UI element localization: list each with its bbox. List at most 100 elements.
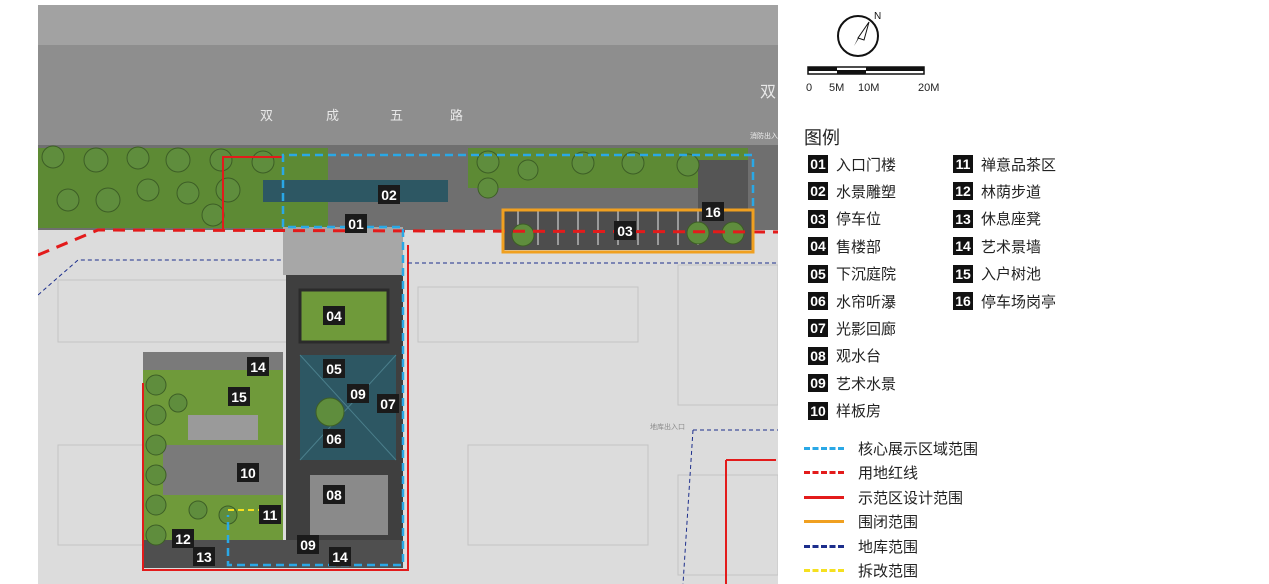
plan-tag-text: 07 (380, 396, 396, 412)
plan-tag-09: 09 (347, 384, 369, 403)
legend-item-number: 08 (808, 346, 828, 365)
legend-item-number: 15 (953, 264, 973, 283)
legend-item-number: 10 (808, 401, 828, 420)
legend-item-16: 16 停车场岗亭 (953, 291, 1056, 311)
entrance-gate-01 (283, 227, 403, 275)
legend-item-number: 09 (808, 374, 828, 393)
legend-line-swatch (804, 471, 844, 474)
plan-tag-01: 01 (345, 214, 367, 233)
tree-row-west (145, 374, 238, 546)
road-name-char-4: 路 (450, 108, 463, 124)
legend-item-number: 02 (808, 182, 828, 201)
plan-tag-text: 12 (175, 531, 191, 547)
road-shoulder (38, 5, 778, 45)
legend-item-label: 艺术水景 (836, 374, 897, 393)
plan-tag-text: 09 (350, 386, 366, 402)
compass: N (836, 8, 886, 58)
plan-tag-text: 03 (617, 223, 633, 239)
plan-tag-16: 16 (702, 202, 724, 221)
plan-tag-text: 16 (705, 204, 721, 220)
legend-title: 图例 (804, 128, 840, 149)
plan-tag-text: 14 (332, 549, 348, 565)
legend-item-number: 05 (808, 264, 828, 283)
legend-item-label: 观水台 (836, 347, 882, 366)
road-name-right-char: 双 (760, 82, 776, 101)
legend-item-11: 11 禅意品茶区 (953, 154, 1056, 174)
legend-line-swatch (804, 495, 844, 499)
legend-line-label: 拆改范围 (858, 562, 919, 580)
legend-item-04: 04 售楼部 (808, 236, 881, 256)
plan-tag-text: 14 (250, 359, 266, 375)
scale-tick-0: 0 (806, 82, 813, 94)
plan-tag-10: 10 (237, 463, 259, 482)
courtyard-pattern (299, 354, 397, 461)
legend-line-item: 围闭范围 (804, 512, 918, 532)
legend-item-number: 04 (808, 237, 828, 256)
road-name-char-3: 五 (390, 109, 403, 124)
compass-north-letter: N (874, 11, 881, 22)
plan-tag-04: 04 (323, 306, 345, 325)
legend-item-09: 09 艺术水景 (808, 373, 896, 393)
plan-tag-03: 03 (614, 221, 636, 240)
legend-line-label: 示范区设计范围 (858, 488, 964, 507)
north-arrow-icon: N (837, 11, 881, 57)
legend-item-label: 光影回廊 (836, 319, 897, 338)
legend-item-02: 02 水景雕塑 (808, 181, 896, 201)
legend-item-label: 入口门楼 (836, 155, 897, 174)
plan-tag-text: 10 (240, 465, 256, 481)
plan-tag-09-2: 09 (297, 535, 319, 554)
scale-tick-10m: 10M (858, 82, 880, 94)
legend-item-label: 水景雕塑 (836, 182, 897, 201)
legend-line-label: 用地红线 (858, 464, 919, 482)
legend-item-15: 15 入户树池 (953, 264, 1041, 284)
core-display-range (226, 153, 755, 567)
legend-item-label: 售楼部 (836, 237, 882, 256)
plan-tag-text: 01 (348, 216, 364, 232)
legend-item-label: 停车场岗亭 (981, 292, 1057, 311)
legend-item-08: 08 观水台 (808, 346, 881, 366)
garage-entrance-label: 地库出入口 (650, 422, 685, 431)
legend-line-item: 拆改范围 (804, 561, 918, 581)
legend-item-number: 06 (808, 292, 828, 310)
guard-booth-16 (698, 160, 748, 210)
road-name-char-1: 双 (260, 109, 273, 124)
legend-line-swatch (804, 446, 844, 450)
legend-line-item: 用地红线 (804, 463, 918, 483)
red-line-site-boundary (38, 228, 778, 257)
legend-item-number: 16 (953, 292, 973, 310)
fire-exit-label: 消防出入口 (750, 131, 778, 140)
legend-item-label: 下沉庭院 (836, 265, 897, 284)
garage-range (38, 259, 778, 584)
legend-item-label: 入户树池 (981, 265, 1042, 284)
road-name-char-2: 成 (326, 109, 339, 124)
plan-tag-text: 06 (326, 431, 342, 447)
legend-line-item: 示范区设计范围 (804, 487, 963, 507)
plan-tag-text: 05 (326, 361, 342, 377)
legend-item-number: 03 (808, 209, 828, 228)
plan-tag-08: 08 (323, 485, 345, 504)
legend-line-label: 地库范围 (858, 537, 919, 556)
plan-tag-text: 02 (381, 187, 397, 203)
legend-line-swatch (804, 569, 844, 572)
legend-item-label: 艺术景墙 (981, 237, 1042, 256)
show-flat-10 (163, 445, 283, 495)
road-name: 双 成 五 路 双 (260, 82, 776, 124)
plan-tag-12: 12 (172, 529, 194, 548)
legend-item-number: 07 (808, 319, 828, 338)
show-flat-terrace (188, 415, 258, 440)
plan-tag-text: 13 (196, 549, 212, 565)
scale-bar-graphic (807, 66, 925, 75)
plan-tag-11: 11 (259, 505, 281, 524)
legend-item-label: 水帘听瀑 (836, 292, 897, 311)
plan-tag-13: 13 (193, 547, 215, 566)
legend-item-number: 11 (953, 155, 973, 173)
legend-item-number: 12 (953, 182, 973, 201)
legend-item-label: 禅意品茶区 (981, 155, 1057, 174)
legend-item-label: 停车位 (836, 210, 882, 229)
plan-tag-02: 02 (378, 185, 400, 204)
